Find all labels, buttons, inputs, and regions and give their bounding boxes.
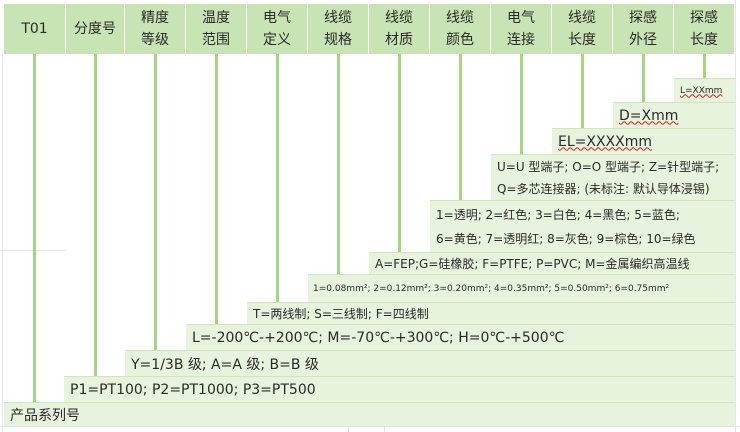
header-cable-material: 线缆 材质 <box>369 4 430 54</box>
grid-line <box>0 426 740 427</box>
option-row-accuracy: Y=1/3B 级; A=A 级; B=B 级 <box>125 350 735 376</box>
connector-line <box>276 54 279 302</box>
option-row-cable-length: EL=XXXXmm <box>552 128 735 154</box>
option-row-cable-color: 1=透明; 2=红色; 3=白色; 4=黑色; 5=蓝色; 6=黄色; 7=透明… <box>430 200 735 252</box>
header-label: 电气 <box>263 10 291 26</box>
header-label: 范围 <box>202 32 230 48</box>
option-row-cable-spec: 1=0.08mm²; 2=0.12mm²; 3=0.20mm²; 4=0.35m… <box>308 274 735 302</box>
header-cable-spec: 线缆 规格 <box>308 4 369 54</box>
option-row-series: 产品系列号 <box>4 402 735 426</box>
header-label: T01 <box>21 21 48 37</box>
grid-line <box>735 0 736 432</box>
option-text: A=FEP;G=硅橡胶; F=PTFE; P=PVC; M=金属编织高温线 <box>375 257 690 271</box>
connector-line <box>154 54 157 350</box>
header-label: 材质 <box>385 32 413 48</box>
connector-line <box>520 54 523 154</box>
option-text: U=U 型端子; O=O 型端子; Z=针型端子; <box>497 159 720 174</box>
option-text: EL=XXXXmm <box>558 133 653 150</box>
header-label: 精度 <box>141 10 169 26</box>
header-label: 探感 <box>629 10 657 26</box>
option-row-connection: U=U 型端子; O=O 型端子; Z=针型端子; Q=多芯连接器; (未标注:… <box>491 154 735 200</box>
grid-line <box>348 426 349 432</box>
header-label: 线缆 <box>446 10 474 26</box>
connector-line <box>215 54 218 324</box>
header-label: 线缆 <box>568 10 596 26</box>
header-label: 探感 <box>690 10 718 26</box>
header-label: 线缆 <box>385 10 413 26</box>
option-text: 6=黄色; 7=透明红; 8=灰色; 9=棕色; 10=绿色 <box>436 231 696 246</box>
option-text: 1=透明; 2=红色; 3=白色; 4=黑色; 5=蓝色; <box>436 207 680 222</box>
header-accuracy: 精度 等级 <box>125 4 186 54</box>
option-row-wiring: T=两线制; S=三线制; F=四线制 <box>247 302 735 324</box>
option-text: 1=0.08mm²; 2=0.12mm²; 3=0.20mm²; 4=0.35m… <box>313 283 670 294</box>
header-probe-length: 探感 长度 <box>674 4 735 54</box>
header-probe-diameter: 探感 外径 <box>613 4 674 54</box>
option-text: Y=1/3B 级; A=A 级; B=B 级 <box>131 356 319 373</box>
grid-line <box>2 54 3 432</box>
header-label: 定义 <box>263 32 291 48</box>
option-row-probe-diameter: D=Xmm <box>613 102 735 128</box>
header-label: 规格 <box>324 32 352 48</box>
option-row-cable-material: A=FEP;G=硅橡胶; F=PTFE; P=PVC; M=金属编织高温线 <box>369 252 735 274</box>
header-label: 颜色 <box>446 32 474 48</box>
connector-line <box>33 54 36 402</box>
option-text: L=XXmm <box>680 85 723 96</box>
connector-line <box>703 54 706 78</box>
header-cable-color: 线缆 颜色 <box>430 4 491 54</box>
header-temperature: 温度 范围 <box>186 4 247 54</box>
option-text: Q=多芯连接器; (未标注: 默认导体浸锡) <box>497 181 710 196</box>
connector-line <box>459 54 462 200</box>
option-row-probe-length: L=XXmm <box>674 78 735 102</box>
option-row-temperature: L=-200℃-+200℃; M=-70℃-+300℃; H=0℃-+500℃ <box>186 324 735 350</box>
connector-line <box>398 54 401 252</box>
option-text: P1=PT100; P2=PT1000; P3=PT500 <box>70 381 316 398</box>
header-label: 线缆 <box>324 10 352 26</box>
grid-line <box>384 426 385 432</box>
option-text: 产品系列号 <box>10 407 80 424</box>
header-series: T01 <box>4 4 66 54</box>
header-label: 长度 <box>690 32 718 48</box>
option-text: T=两线制; S=三线制; F=四线制 <box>253 307 429 321</box>
option-text: L=-200℃-+200℃; M=-70℃-+300℃; H=0℃-+500℃ <box>192 329 565 346</box>
connector-line <box>581 54 584 128</box>
header-label: 长度 <box>568 32 596 48</box>
option-row-graduation: P1=PT100; P2=PT1000; P3=PT500 <box>64 376 735 402</box>
option-text: D=Xmm <box>619 107 679 124</box>
header-wiring: 电气 定义 <box>247 4 308 54</box>
connector-line <box>94 54 97 376</box>
header-label: 温度 <box>202 10 230 26</box>
header-label: 分度号 <box>74 21 116 37</box>
header-label: 等级 <box>141 32 169 48</box>
header-cable-length: 线缆 长度 <box>552 4 613 54</box>
header-label: 外径 <box>629 32 657 48</box>
header-connection: 电气 连接 <box>491 4 552 54</box>
header-label: 电气 <box>507 10 535 26</box>
connector-line <box>642 54 645 102</box>
header-graduation: 分度号 <box>66 4 125 54</box>
header-label: 连接 <box>507 32 535 48</box>
connector-line <box>337 54 340 274</box>
